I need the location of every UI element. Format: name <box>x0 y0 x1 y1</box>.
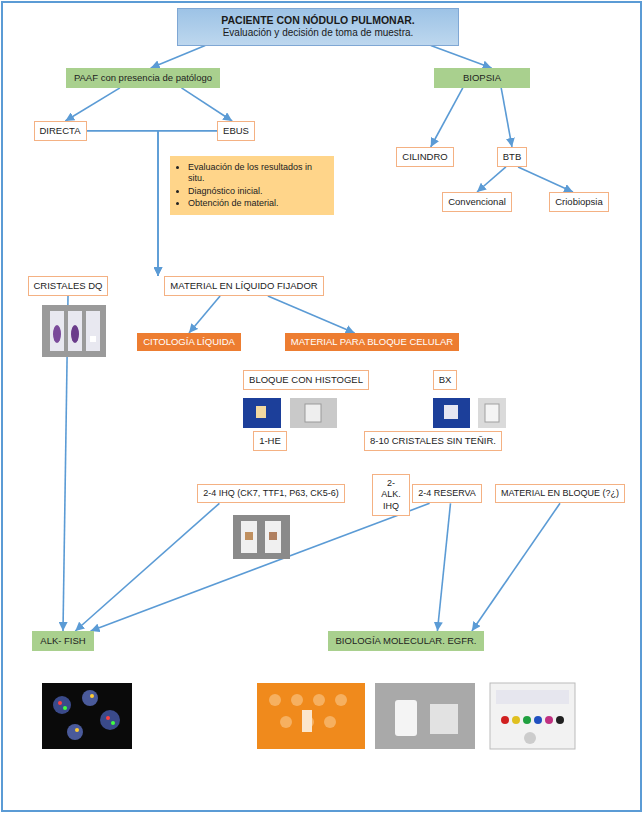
flow-arrow <box>431 88 463 147</box>
histogel-block-photo <box>243 398 337 428</box>
process-box: PAAF con presencia de patólogo <box>66 68 220 88</box>
ihc-slides-photo <box>233 515 290 559</box>
box-subtext: Diagnóstico inicial. <box>188 186 328 197</box>
step-box: 8-10 CRISTALES SIN TEÑIR. <box>364 431 502 451</box>
tube-rack-photo <box>257 683 365 749</box>
biopsy-block-photo <box>433 398 506 428</box>
step-box: Convencional <box>442 192 512 212</box>
step-box: BTB <box>497 147 527 167</box>
output-box: MATERIAL PARA BLOQUE CELULAR <box>285 333 459 351</box>
box-text: BX <box>439 374 452 386</box>
flow-arrow <box>477 167 506 192</box>
flow-arrow <box>268 296 355 333</box>
box-text: MATERIAL EN BLOQUE (?¿) <box>501 488 619 499</box>
flow-arrow <box>472 503 560 631</box>
step-box: DIRECTA <box>34 121 87 141</box>
flow-arrow <box>87 131 159 276</box>
step-box: 1-HE <box>253 431 287 451</box>
box-text: 2-4 IHQ (CK7, TTF1, P63, CK5-6) <box>203 488 338 499</box>
kit-box-photo <box>490 683 575 749</box>
box-text: CRISTALES DQ <box>34 280 103 292</box>
bullet-item: Evaluación de los resultados in situ. <box>188 162 328 185</box>
box-text: Criobiopsia <box>555 196 603 208</box>
box-text: BLOQUE CON HISTOGEL <box>249 374 363 386</box>
box-text: BIOPSIA <box>442 72 522 84</box>
box-text: 8-10 CRISTALES SIN TEÑIR. <box>370 435 496 447</box>
step-box: MATERIAL EN LÍQUIDO FIJADOR <box>164 276 323 296</box>
result-box: ALK- FISH <box>32 631 93 651</box>
flow-arrow <box>189 296 220 333</box>
box-text: MATERIAL PARA BLOQUE CELULAR <box>291 336 453 348</box>
flow-arrow <box>65 88 120 121</box>
box-text: PACIENTE CON NÓDULO PULMONAR. <box>186 14 450 27</box>
tube-photo <box>375 683 475 749</box>
box-text: 1-HE <box>259 435 281 447</box>
flow-arrow <box>437 503 450 631</box>
box-text: ALK- FISH <box>40 635 85 647</box>
process-box: BIOPSIA <box>434 68 530 88</box>
step-box: CILINDRO <box>396 147 453 167</box>
flow-arrow <box>518 167 573 192</box>
box-text: 2-4 RESERVA <box>418 488 476 499</box>
fish-microscopy-photo <box>42 683 132 749</box>
bullet-item: Obtención de material. <box>188 198 328 209</box>
box-text: MATERIAL EN LÍQUIDO FIJADOR <box>170 280 317 292</box>
box-text: 2-ALK. IHQ <box>378 478 404 512</box>
box-text: BIOLOGÍA MOLECULAR. EGFR. <box>336 635 477 647</box>
flow-arrow <box>182 88 233 121</box>
step-box: 2-4 IHQ (CK7, TTF1, P63, CK5-6) <box>197 484 344 503</box>
note-box: Evaluación de los resultados in situ.Dia… <box>170 156 334 215</box>
slides-photo <box>42 305 106 357</box>
step-box: BX <box>433 370 458 390</box>
step-box: EBUS <box>217 121 255 141</box>
flow-arrow <box>151 46 206 68</box>
flow-arrow <box>501 88 512 147</box>
box-text: PAAF con presencia de patólogo <box>74 72 212 84</box>
step-box: 2-4 RESERVA <box>412 484 482 503</box>
box-text: CILINDRO <box>402 151 447 163</box>
start-box: PACIENTE CON NÓDULO PULMONAR.Evaluación … <box>177 8 459 46</box>
result-box: BIOLOGÍA MOLECULAR. EGFR. <box>328 631 485 651</box>
box-text: Evaluación de los resultados in situ. <box>188 162 328 185</box>
box-text: DIRECTA <box>40 125 81 137</box>
box-text: Convencional <box>448 196 506 208</box>
step-box: Criobiopsia <box>549 192 609 212</box>
flow-arrow <box>75 503 219 631</box>
flow-arrow <box>431 46 492 68</box>
bullet-list: Evaluación de los resultados in situ.Dia… <box>176 162 328 209</box>
flow-arrow <box>91 503 430 631</box>
output-box: CITOLOGÍA LÍQUIDA <box>137 333 241 351</box>
box-text: CITOLOGÍA LÍQUIDA <box>143 336 235 348</box>
box-text: BTB <box>503 151 521 163</box>
step-box: MATERIAL EN BLOQUE (?¿) <box>495 484 625 503</box>
step-box: CRISTALES DQ <box>28 276 109 296</box>
step-box: 2-ALK. IHQ <box>372 474 410 516</box>
bullet-item: Diagnóstico inicial. <box>188 186 328 197</box>
box-subtext: Evaluación y decisión de toma de muestra… <box>186 27 450 40</box>
box-subtext: Obtención de material. <box>188 198 328 209</box>
step-box: BLOQUE CON HISTOGEL <box>243 370 369 390</box>
box-text: EBUS <box>223 125 249 137</box>
